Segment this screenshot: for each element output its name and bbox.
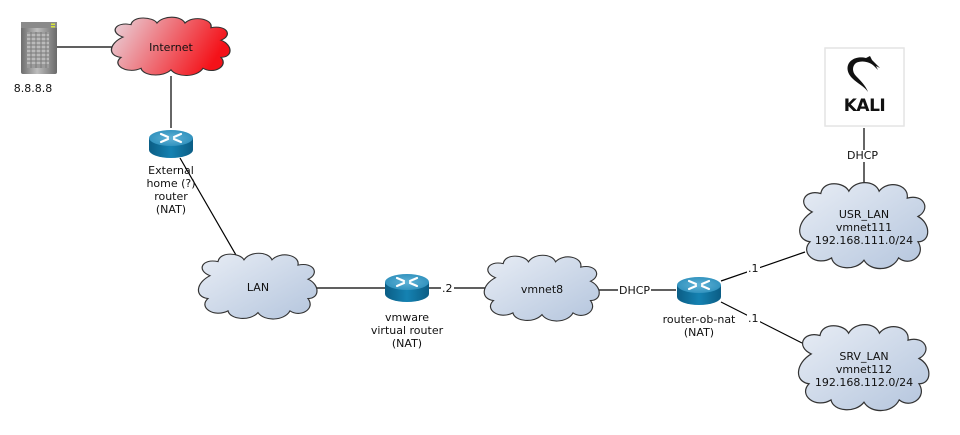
server-icon	[21, 22, 57, 74]
kali-dragon-icon	[847, 56, 880, 92]
internet-label: Internet	[149, 41, 193, 54]
router-icon	[149, 130, 193, 158]
server-label: 8.8.8.8	[13, 82, 53, 95]
vmware-router-label: vmware virtual router (NAT)	[370, 311, 444, 350]
edge-label-kali-usr: DHCP	[846, 149, 880, 162]
edge-external-router-lan	[179, 157, 241, 263]
edge-label-vmnet8-router: DHCP	[618, 284, 652, 297]
edge-label-vmware-vmnet8: .2	[441, 282, 454, 295]
usr-lan-label: USR_LAN vmnet111 192.168.111.0/24	[814, 208, 914, 247]
edge-label-router-srv: .1	[747, 312, 760, 325]
kali-logo-box	[824, 47, 905, 127]
vmnet8-label: vmnet8	[520, 283, 564, 296]
router-icon	[677, 277, 721, 305]
lan-label: LAN	[246, 281, 270, 294]
edge-router-srv-lan	[720, 301, 803, 344]
srv-lan-label: SRV_LAN vmnet112 192.168.112.0/24	[814, 350, 914, 389]
external-router-label: External home (?) router (NAT)	[146, 164, 196, 216]
router-ob-nat-label: router-ob-nat (NAT)	[662, 313, 736, 339]
router-icon	[385, 274, 429, 302]
edge-label-router-usr: .1	[747, 262, 760, 275]
edge-router-usr-lan	[720, 251, 806, 282]
kali-label: KALI	[843, 96, 886, 116]
